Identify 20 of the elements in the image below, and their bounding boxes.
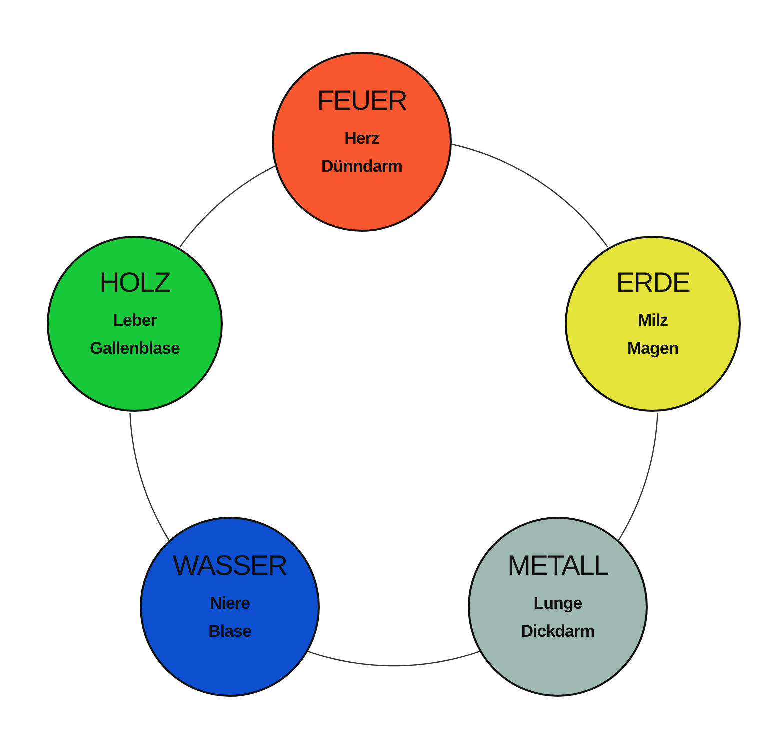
organ-name: Gallenblase: [90, 338, 180, 360]
organ-name: Dickdarm: [521, 621, 595, 643]
element-name: FEUER: [317, 85, 407, 117]
organ-name: Niere: [210, 593, 250, 615]
connector-arc: [618, 413, 658, 542]
organ-name: Milz: [638, 310, 668, 332]
organ-name: Herz: [344, 128, 380, 150]
connector-arc: [130, 413, 170, 542]
organ-name: Leber: [113, 310, 157, 332]
element-name: ERDE: [616, 267, 690, 299]
organ-name: Blase: [208, 621, 252, 643]
connector-arc: [180, 166, 276, 248]
element-name: HOLZ: [100, 267, 170, 299]
connector-arc: [308, 651, 480, 667]
element-name: METALL: [508, 550, 608, 582]
connector-arc: [452, 144, 608, 248]
organ-name: Lunge: [534, 593, 582, 615]
element-name: WASSER: [172, 550, 288, 582]
organ-name: Dünndarm: [322, 156, 402, 178]
organ-name: Magen: [627, 338, 679, 360]
